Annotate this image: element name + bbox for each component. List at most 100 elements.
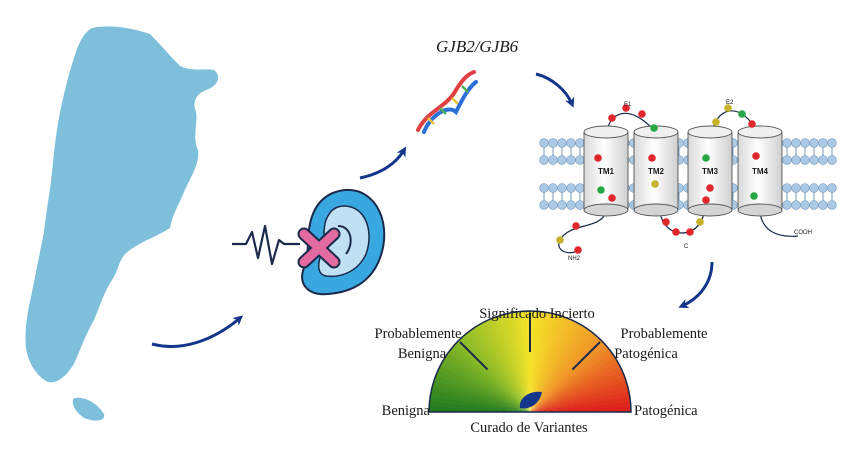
lipid-head xyxy=(818,138,828,148)
gauge-band xyxy=(530,375,627,412)
lipid-head xyxy=(566,200,576,210)
gauge-band xyxy=(530,406,632,413)
gauge-band xyxy=(530,380,628,412)
gauge-band xyxy=(451,343,530,412)
variant-residue xyxy=(702,196,710,204)
gauge-band xyxy=(484,319,530,412)
gauge-band xyxy=(530,344,609,412)
lipid-head xyxy=(539,183,549,193)
gauge-band xyxy=(530,316,567,412)
gauge-band xyxy=(530,396,631,412)
lipid-head xyxy=(557,200,567,210)
gauge-band xyxy=(514,311,530,412)
lipid-head xyxy=(791,138,801,148)
transmembrane-segment: TM3 xyxy=(687,125,733,217)
variant-residue xyxy=(662,218,670,226)
variant-residue xyxy=(608,114,616,122)
variant-residue xyxy=(572,222,580,230)
gauge-band xyxy=(530,317,572,412)
lipid-head xyxy=(782,155,792,165)
lipid-head xyxy=(791,183,801,193)
variant-residue xyxy=(748,120,756,128)
gauge-band xyxy=(530,327,590,412)
gauge-band xyxy=(475,324,530,412)
variant-residue xyxy=(638,110,646,118)
variant-residue xyxy=(696,218,704,226)
variant-residue xyxy=(622,104,630,112)
gauge-band xyxy=(432,380,530,412)
lipid-head xyxy=(575,155,585,165)
gauge-band xyxy=(440,360,530,412)
gauge-band xyxy=(448,347,530,412)
variant-residue xyxy=(651,180,659,188)
variant-residue xyxy=(738,110,746,118)
lipid-head xyxy=(557,155,567,165)
lipid-head xyxy=(809,155,819,165)
gauge-label-likely-benign-2: Benigna xyxy=(398,346,447,362)
gauge-band xyxy=(530,386,629,412)
lipid-head xyxy=(548,155,558,165)
gauge-band xyxy=(530,333,599,412)
variant-residue xyxy=(686,228,694,236)
gauge-band xyxy=(479,321,530,412)
lipid-head xyxy=(809,200,819,210)
gauge-band xyxy=(437,365,530,412)
tm-label: TM3 xyxy=(702,167,719,176)
dna-icon xyxy=(416,70,478,134)
tm-label: TM2 xyxy=(648,167,665,176)
gauge-band xyxy=(530,322,582,412)
arrow-protein-to-gauge xyxy=(678,261,714,309)
gauge-band xyxy=(530,319,577,412)
arrow-dna-to-protein xyxy=(535,72,575,108)
gauge-label-benign: Benigna xyxy=(382,403,431,419)
loop-label-cyto: C xyxy=(684,244,689,250)
variant-residue xyxy=(752,152,760,160)
lipid-head xyxy=(809,138,819,148)
transmembrane-segment: TM4 xyxy=(737,125,783,217)
gauge-band xyxy=(530,352,616,412)
lipid-head xyxy=(575,183,585,193)
tm-label: TM1 xyxy=(598,167,615,176)
lipid-head xyxy=(827,155,837,165)
gauge-center-label: Curado de Variantes xyxy=(470,420,588,436)
lipid-head xyxy=(566,155,576,165)
lipid-head xyxy=(539,155,549,165)
lipid-head xyxy=(827,200,837,210)
loop-label-e2: E2 xyxy=(726,100,734,106)
lipid-head xyxy=(548,138,558,148)
gauge-band xyxy=(434,375,530,412)
transmembrane-segment: TM1 xyxy=(583,125,629,217)
gauge-band xyxy=(530,361,621,412)
lipid-head xyxy=(818,183,828,193)
gauge-band xyxy=(498,314,530,412)
gauge-band xyxy=(530,371,625,412)
tm-label: TM4 xyxy=(752,167,769,176)
lipid-head xyxy=(548,200,558,210)
gauge-label-uncertain: Significado Incierto xyxy=(479,306,595,322)
variant-residue xyxy=(597,186,605,194)
arrow-ear-to-dna xyxy=(359,146,406,180)
lipid-head xyxy=(800,200,810,210)
lipid-head xyxy=(575,200,585,210)
lipid-head xyxy=(800,183,810,193)
variant-gauge-icon xyxy=(428,310,632,413)
gauge-tick xyxy=(571,341,601,371)
variant-residue xyxy=(672,228,680,236)
lipid-head xyxy=(557,183,567,193)
lipid-head xyxy=(782,138,792,148)
gauge-band xyxy=(530,348,613,412)
gauge-band xyxy=(530,401,631,412)
variant-residue xyxy=(594,154,602,162)
lipid-head xyxy=(800,155,810,165)
gauge-band xyxy=(530,324,586,412)
gauge-tick xyxy=(459,341,489,371)
lipid-head xyxy=(539,200,549,210)
gauge-band xyxy=(462,333,530,412)
gauge-band xyxy=(519,311,530,412)
gauge-label-likely-benign-1: Probablemente xyxy=(375,326,462,342)
variant-residue xyxy=(712,118,720,126)
gauge-band xyxy=(530,340,606,412)
gauge-band xyxy=(470,326,530,412)
lipid-head xyxy=(782,183,792,193)
